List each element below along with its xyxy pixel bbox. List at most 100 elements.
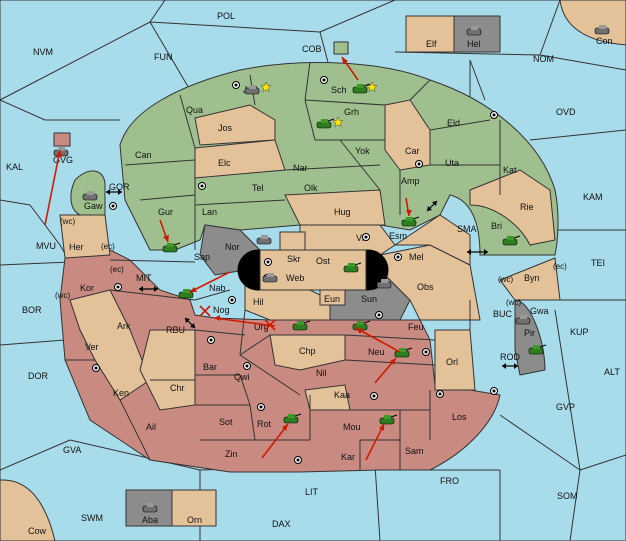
tank-icon[interactable] [82, 191, 98, 201]
supply-center-icon [370, 392, 378, 400]
label-som: SOM [557, 491, 578, 501]
supply-center-icon [257, 403, 265, 411]
label-cow: Cow [28, 526, 47, 536]
province-her[interactable] [59, 214, 111, 259]
label-dax: DAX [272, 519, 291, 529]
tank-icon[interactable] [316, 118, 335, 129]
label-gur: Gur [158, 207, 173, 217]
province-ark[interactable] [69, 289, 151, 401]
label-fro: FRO [440, 476, 459, 486]
tank-icon[interactable] [352, 83, 371, 94]
label-obs: Obs [417, 282, 434, 292]
label-eld: Eld [447, 118, 460, 128]
label-buc: BUC [493, 309, 513, 319]
label-dor: DOR [28, 371, 49, 381]
supply-center-icon [320, 76, 328, 84]
province-elf[interactable] [405, 15, 455, 53]
label-pol: POL [217, 11, 235, 21]
tank-icon[interactable] [502, 235, 521, 246]
label-alt: ALT [604, 367, 620, 377]
label-yok: Yok [355, 146, 370, 156]
label-kam: KAM [583, 192, 603, 202]
label-vil: Vil [356, 233, 366, 243]
province-borders [65, 61, 501, 470]
supply-center-icon [198, 182, 206, 190]
label-kup: KUP [570, 327, 589, 337]
province-labels: POL COB FUN NVM NOM KAL OVD KAM TEI ALT … [6, 11, 620, 536]
label-zin: Zin [225, 449, 238, 459]
label-lit: LIT [305, 487, 319, 497]
tank-icon[interactable] [376, 279, 392, 289]
province-rie[interactable] [469, 169, 556, 246]
province-gvg[interactable] [53, 132, 71, 147]
label-mel: Mel [409, 252, 424, 262]
label-elf: Elf [426, 39, 437, 49]
double-arrow-icon [184, 317, 196, 329]
label-kal: KAL [6, 162, 23, 172]
tank-icon[interactable] [515, 315, 531, 325]
tank-icon[interactable] [394, 347, 413, 358]
label-nom: NOM [533, 54, 554, 64]
label-sma: SMA [457, 224, 477, 234]
province-orl[interactable] [434, 329, 476, 391]
label-skr: Skr [287, 254, 301, 264]
label-rod: ROD [500, 352, 521, 362]
tank-icon[interactable] [343, 262, 362, 273]
tank-icon[interactable] [594, 25, 610, 35]
label-orl: Orl [446, 357, 458, 367]
label-hel: Hel [467, 39, 481, 49]
star-icon [366, 81, 378, 93]
label-gwa: Gwa [530, 306, 549, 316]
order-arrows [44, 56, 412, 461]
connectors [106, 189, 518, 369]
supply-center-icon [362, 233, 370, 241]
province-byn[interactable] [499, 257, 561, 301]
tank-icon[interactable] [162, 242, 181, 253]
label-qua: Qua [186, 105, 203, 115]
label-olk: Olk [304, 183, 318, 193]
supply-center-icon [490, 387, 498, 395]
province-hug[interactable] [284, 189, 386, 226]
tank-icon[interactable] [379, 414, 398, 425]
label-orn: Orn [187, 515, 202, 525]
tank-icon[interactable] [466, 26, 482, 36]
tank-icon[interactable] [283, 413, 302, 424]
label-ail: Ail [146, 422, 156, 432]
label-sam: Sam [405, 446, 424, 456]
province-orn[interactable] [171, 489, 217, 527]
label-chp: Chp [299, 346, 316, 356]
province-jos[interactable] [194, 104, 276, 146]
label-kaa: Kaa [334, 390, 350, 400]
star-icon [260, 81, 272, 93]
province-chr[interactable] [139, 329, 196, 411]
label-ovd: OVD [556, 107, 576, 117]
tank-icon[interactable] [244, 85, 260, 95]
tank-icon[interactable] [262, 273, 278, 283]
tank-icon[interactable] [401, 216, 420, 227]
province-chp[interactable] [269, 334, 346, 371]
supply-center-icon [243, 362, 251, 370]
label-sap: Sap [194, 252, 210, 262]
label-lan: Lan [202, 207, 217, 217]
label-sch: Sch [331, 85, 347, 95]
tank-icon[interactable] [142, 503, 158, 513]
coast-tag-kor-wc: (wc) [55, 291, 70, 300]
label-jos: Jos [218, 123, 233, 133]
supply-center-icon [422, 348, 430, 356]
center-tan [259, 249, 367, 291]
label-gaw: Gaw [84, 201, 103, 211]
label-pir: Pir [524, 328, 535, 338]
label-gva: GVA [63, 445, 81, 455]
tank-icon[interactable] [256, 235, 272, 245]
label-hil: Hil [253, 297, 264, 307]
label-tei: TEI [591, 258, 605, 268]
label-feu: Feu [408, 322, 424, 332]
tank-icon[interactable] [292, 320, 311, 331]
supply-center-icon [375, 311, 383, 319]
supply-center-icon [294, 456, 302, 464]
label-urg: Urg [254, 322, 269, 332]
tank-icon[interactable] [528, 344, 547, 355]
label-ver: Ver [85, 342, 99, 352]
label-gvg: GVG [53, 155, 73, 165]
double-arrow-icon [502, 363, 518, 369]
